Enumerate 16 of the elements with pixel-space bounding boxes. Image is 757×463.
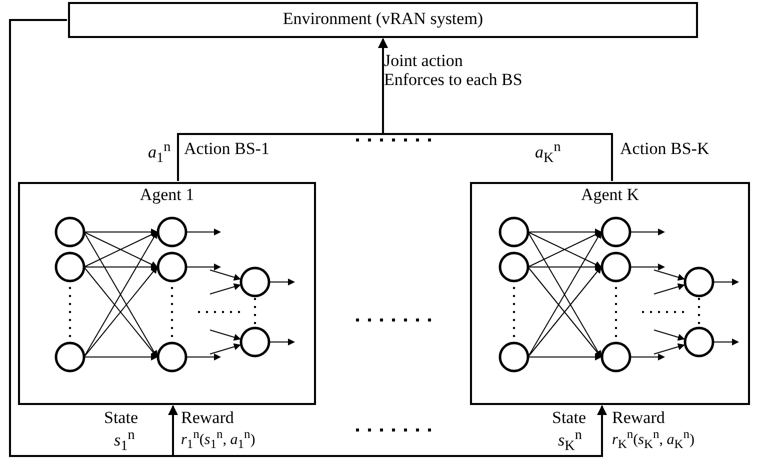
action-label: Action BS-1: [184, 140, 270, 159]
state-label: State: [552, 409, 586, 428]
agent-box: [470, 182, 750, 405]
agent-box: [18, 182, 316, 405]
formula-label: r$_{1}$$^{n}$(s$_{1}$$^{n}$, a$_{1}$$^{n}$): [181, 428, 256, 452]
formula-label: r$_{K}$$^{n}$(s$_{K}$$^{n}$, a$_{K}$$^{n}$): [612, 428, 695, 452]
arrow: [378, 38, 613, 181]
reward-label: Reward: [612, 409, 665, 428]
arrow: [9, 19, 607, 457]
agent-label: Agent 1: [138, 186, 196, 205]
reward-label: Reward: [181, 409, 234, 428]
state-label: State: [104, 409, 138, 428]
action-label: Action BS-K: [620, 140, 710, 159]
environment-box: [68, 2, 698, 38]
agent-label: Agent K: [580, 186, 640, 205]
environment-label: Environment (vRAN system): [282, 10, 484, 29]
